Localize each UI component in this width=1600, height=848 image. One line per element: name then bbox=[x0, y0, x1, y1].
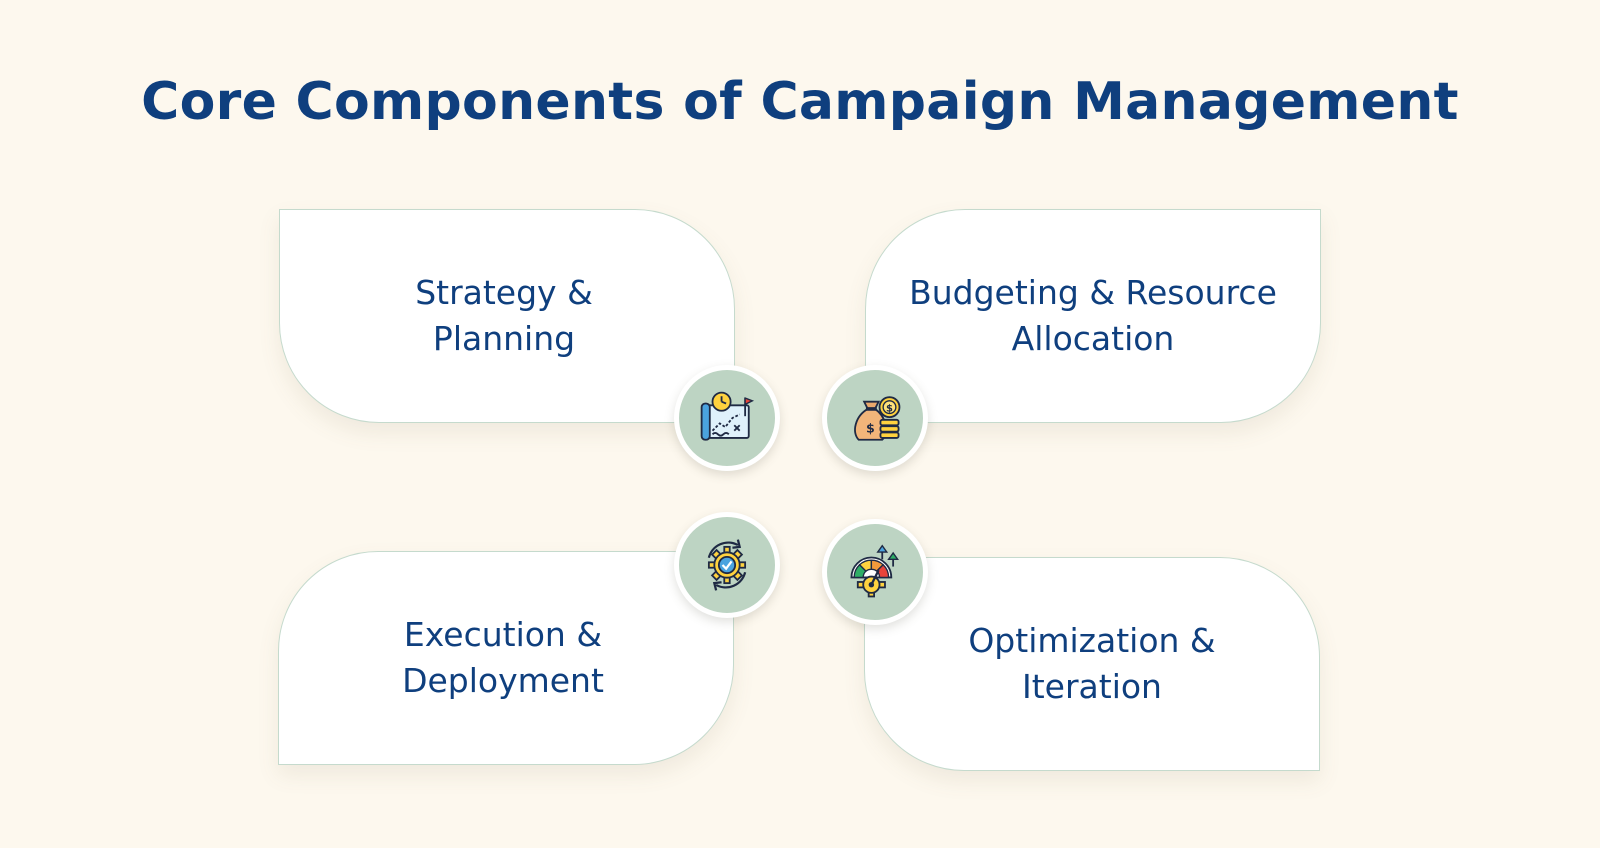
component-label-strategy: Strategy & Planning bbox=[415, 273, 593, 358]
gauge-gear-arrows-icon bbox=[850, 544, 899, 598]
component-card-optimization: Optimization & Iteration bbox=[864, 557, 1320, 771]
component-label-optimization: Optimization & Iteration bbox=[968, 621, 1216, 706]
component-label-budgeting: Budgeting & Resource Allocation bbox=[909, 273, 1277, 358]
strategy-badge bbox=[674, 365, 780, 471]
execution-badge bbox=[674, 512, 780, 618]
component-label-execution: Execution & Deployment bbox=[402, 615, 604, 700]
svg-text:$: $ bbox=[866, 421, 875, 436]
budget-badge: $ $ bbox=[822, 365, 928, 471]
gear-check-cycle-icon bbox=[707, 539, 747, 591]
page-title: Core Components of Campaign Management bbox=[141, 72, 1459, 132]
component-card-execution: Execution & Deployment bbox=[278, 551, 734, 765]
component-card-strategy: Strategy & Planning bbox=[279, 209, 735, 423]
optimization-badge bbox=[822, 519, 928, 625]
money-bag-coins-icon: $ $ bbox=[854, 396, 901, 441]
component-card-budgeting: Budgeting & Resource Allocation bbox=[865, 209, 1321, 423]
svg-text:$: $ bbox=[886, 404, 893, 415]
strategy-map-icon bbox=[700, 391, 755, 441]
